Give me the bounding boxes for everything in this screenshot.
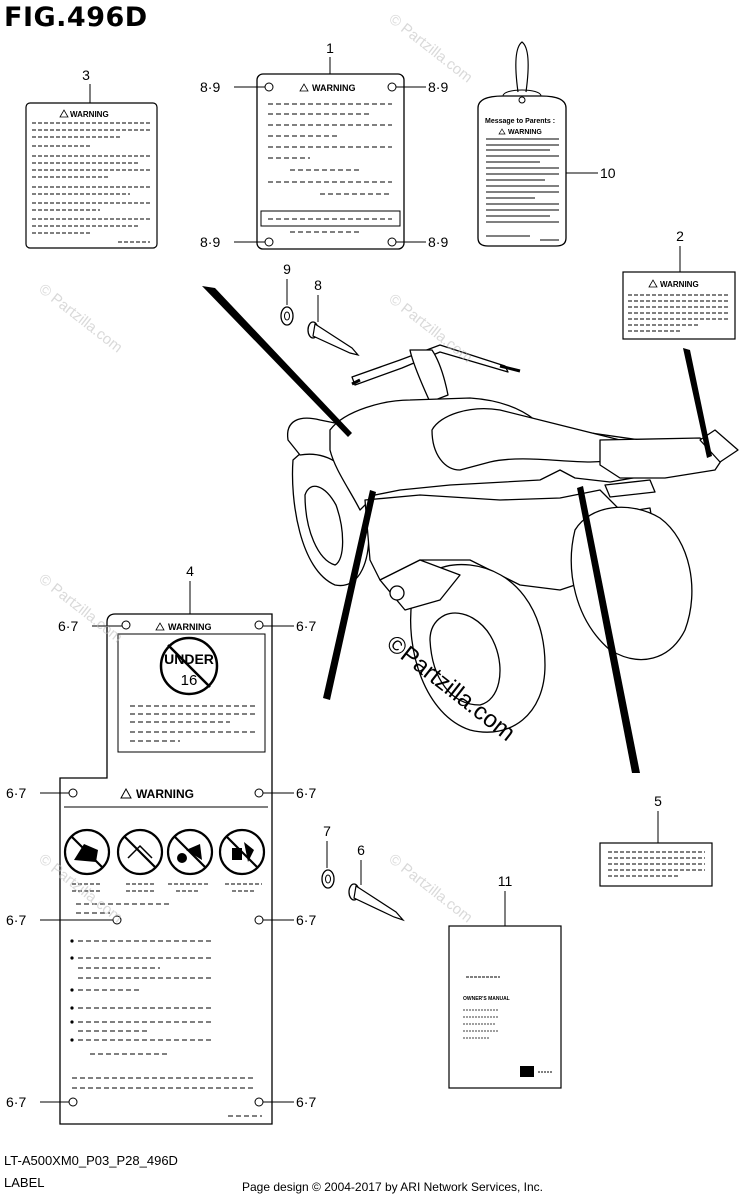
callout-6-7-c: 6·7 [6,785,26,801]
callout-1: 1 [326,40,334,56]
age-text: 16 [181,672,198,689]
page-credit: Page design © 2004-2017 by ARI Network S… [242,1180,544,1194]
callout-6: 6 [357,842,365,858]
washer-7[interactable] [321,869,335,889]
callout-2: 2 [676,228,684,244]
callout-8-top: 8 [314,277,322,293]
label-3-warning: WARNING [70,110,109,119]
rivet-6[interactable] [348,883,405,922]
callout-4: 4 [186,563,194,579]
tag-message: Message to Parents : [485,118,555,125]
manual-title: OWNER'S MANUAL [463,996,510,1002]
leader-wedges [202,286,712,773]
callout-7: 7 [323,823,331,839]
label-4-top-warning: WARNING [168,622,212,632]
label-2-warning: WARNING [660,280,699,289]
rivet-8[interactable] [307,321,360,357]
label-4[interactable]: WARNING UNDER 16 WARNING [59,613,273,1125]
callout-9-top: 9 [283,261,291,277]
callout-10: 10 [600,165,616,181]
label-2[interactable]: WARNING [622,271,736,340]
callout-5: 5 [654,793,662,809]
callout-6-7-b: 6·7 [296,618,316,634]
figure-code: LT-A500XM0_P03_P28_496D [4,1153,178,1168]
label-1[interactable]: WARNING [256,73,405,250]
callout-6-7-f: 6·7 [296,912,316,928]
label-10-hang-tag[interactable]: Message to Parents : WARNING [477,41,567,247]
callout-6-7-e: 6·7 [6,912,26,928]
atv-illustration [287,344,739,733]
callout-3: 3 [82,67,90,83]
callout-6-7-d: 6·7 [296,785,316,801]
washer-9[interactable] [280,306,294,326]
tag-warning: WARNING [508,129,542,136]
callout-6-7-a: 6·7 [58,618,78,634]
callout-8-9-b: 8·9 [428,79,448,95]
figure-title: FIG.496D [4,2,148,33]
callout-6-7-h: 6·7 [296,1094,316,1110]
figure-category: LABEL [4,1175,45,1190]
callout-8-9-a: 8·9 [200,79,220,95]
callout-8-9-d: 8·9 [428,234,448,250]
label-5[interactable] [599,842,713,887]
label-4-bottom-warning: WARNING [136,787,194,801]
callout-8-9-c: 8·9 [200,234,220,250]
label-3[interactable]: WARNING [25,102,158,249]
label-1-warning: WARNING [312,83,356,93]
callout-11: 11 [498,873,513,889]
under-16-icon: UNDER 16 [159,636,219,696]
owners-manual-11[interactable]: OWNER'S MANUAL [448,925,562,1089]
callout-6-7-g: 6·7 [6,1094,26,1110]
